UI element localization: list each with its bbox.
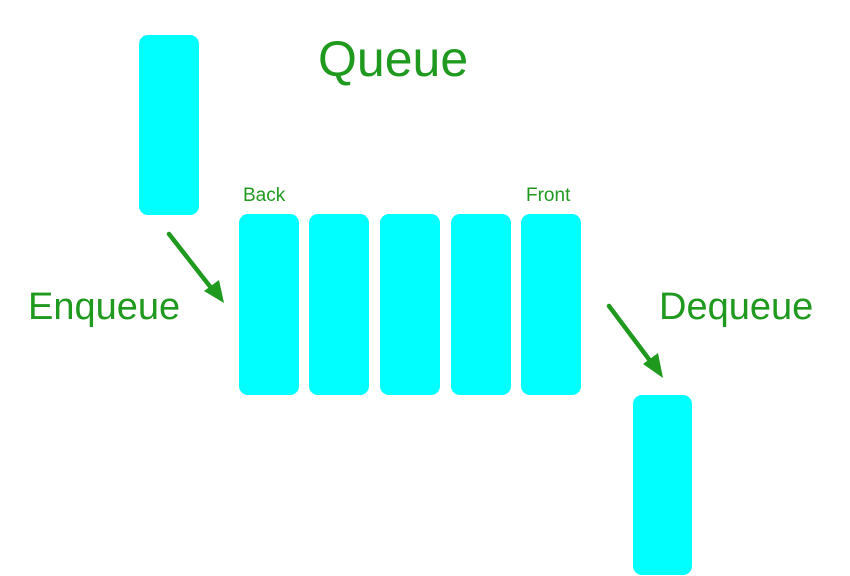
queue-slot (451, 214, 511, 395)
queue-slot (309, 214, 369, 395)
diagram-title: Queue (318, 31, 469, 87)
enqueue-arrow-icon (166, 231, 224, 303)
enqueue-label: Enqueue (28, 286, 181, 328)
back-label: Back (243, 185, 286, 206)
incoming-element-block (139, 35, 199, 215)
dequeue-label: Dequeue (659, 286, 814, 328)
front-label: Front (526, 185, 571, 206)
queue-slot (380, 214, 440, 395)
queue-slot (521, 214, 581, 395)
queue-slot (239, 214, 299, 395)
dequeue-arrow-icon (606, 303, 663, 378)
outgoing-element-block (633, 395, 692, 575)
